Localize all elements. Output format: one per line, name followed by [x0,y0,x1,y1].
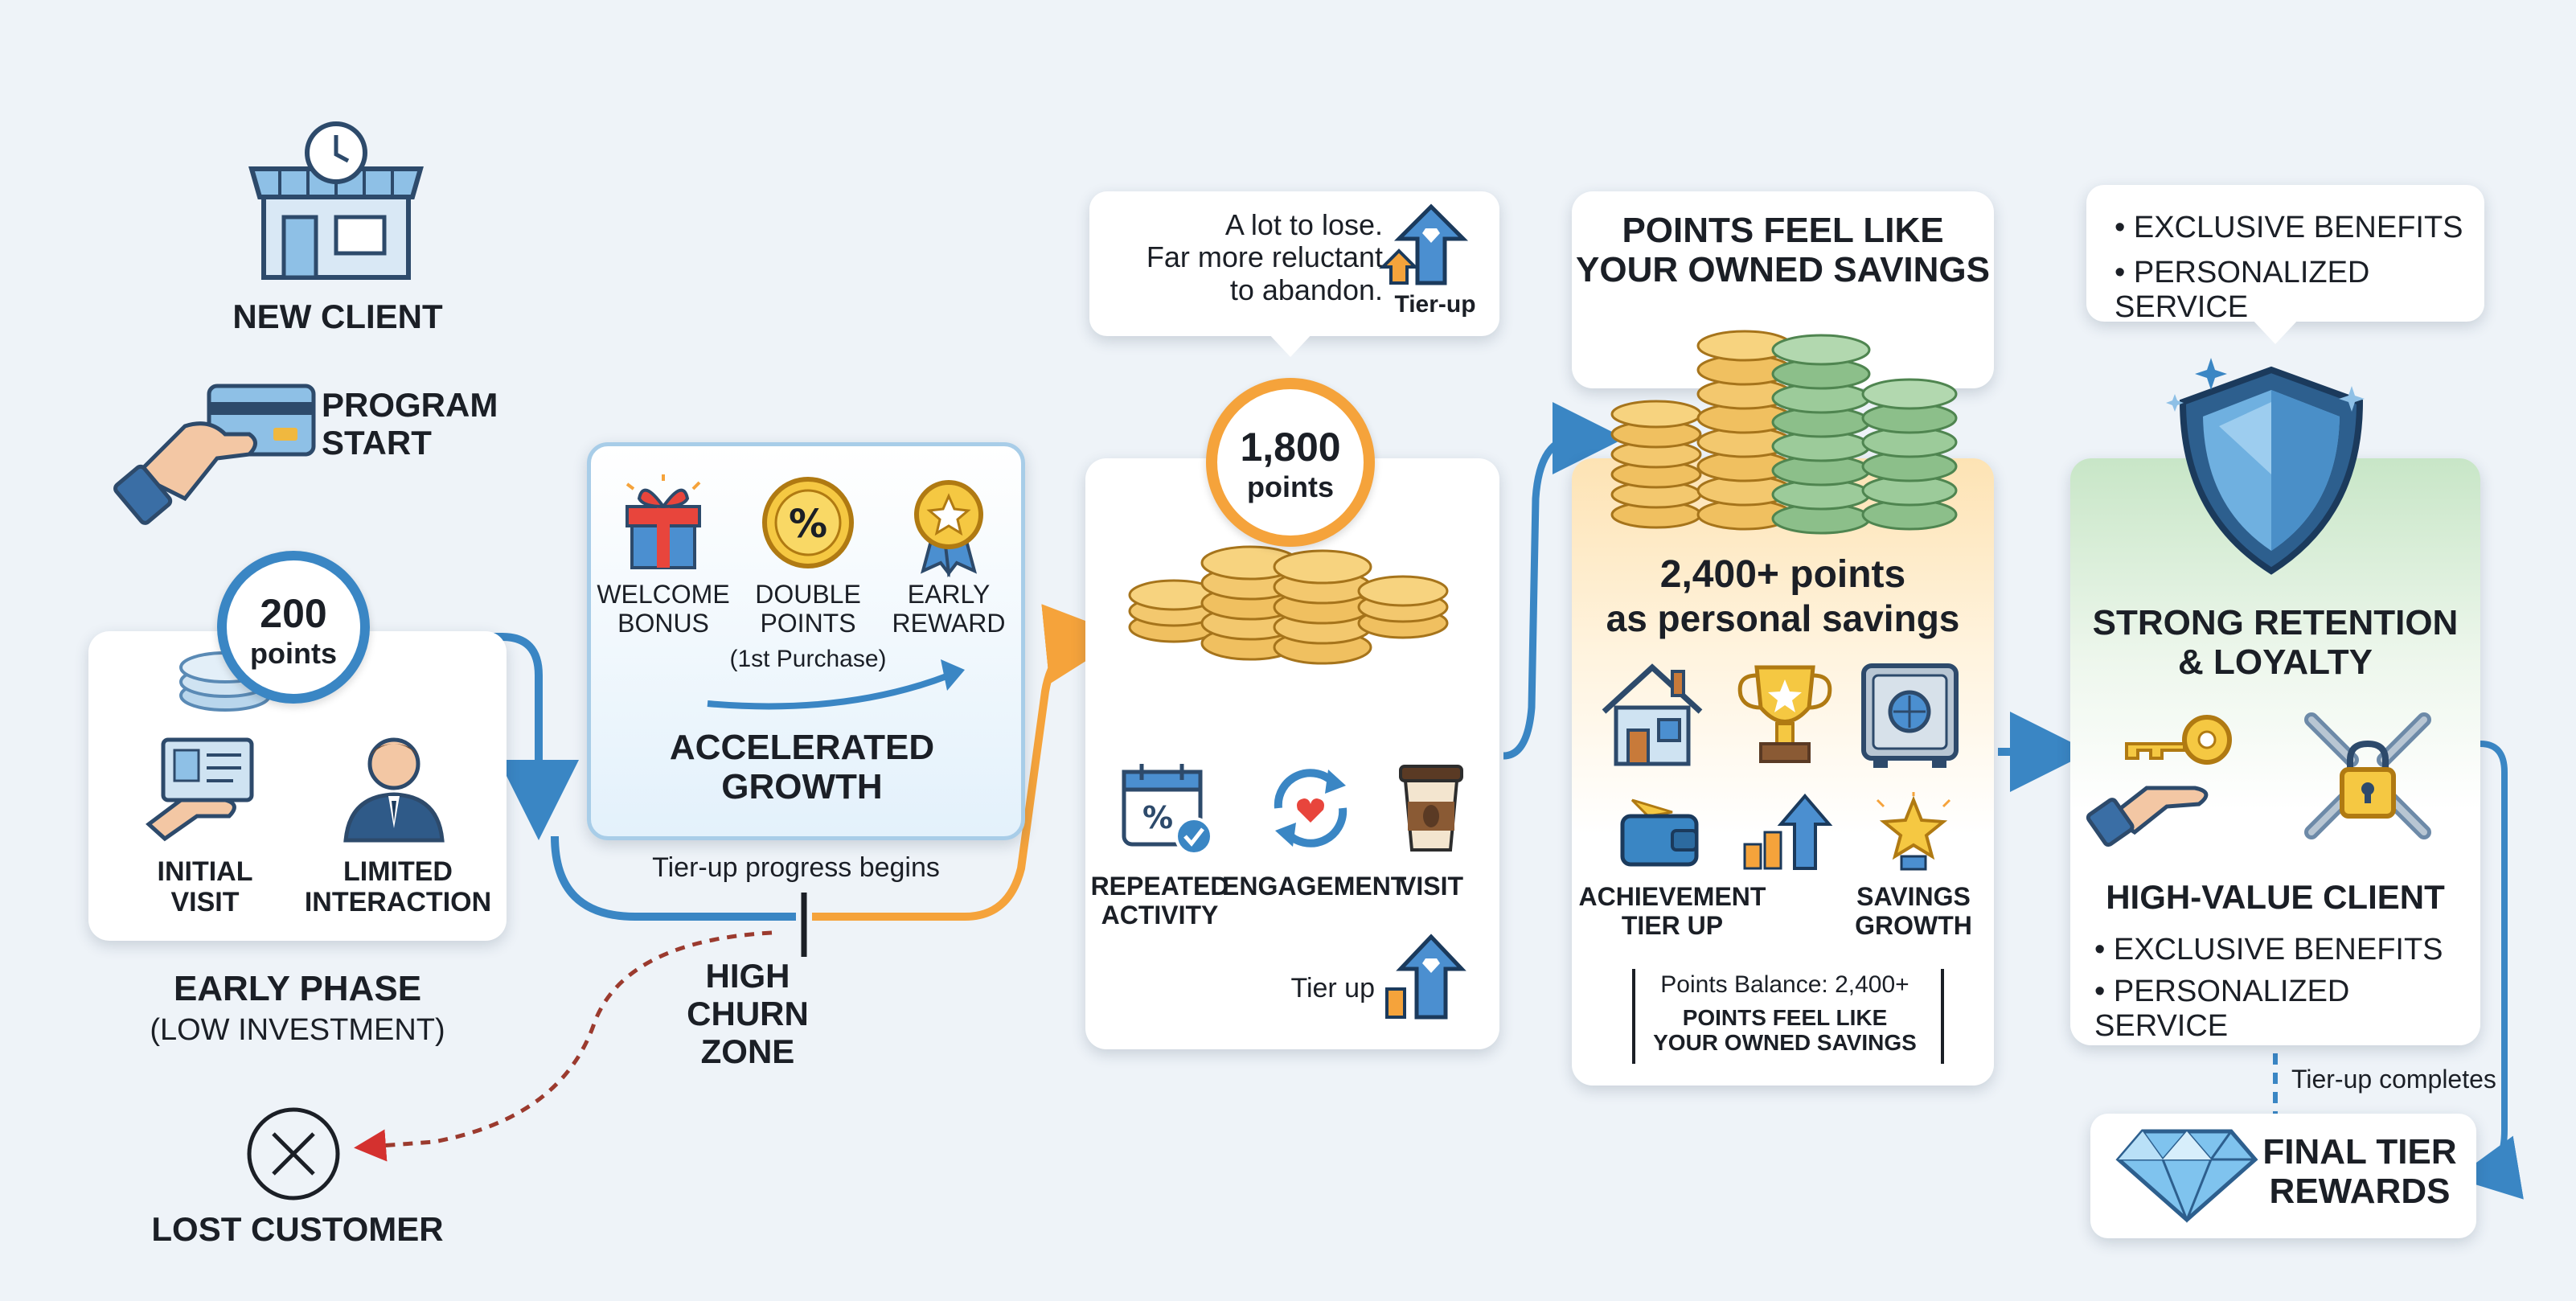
calendar-percent-icon: % [1122,764,1213,856]
double-points-label: DOUBLE POINTS [755,580,861,638]
savings-points-line2: as personal savings [1606,597,1960,639]
early-phase-title: EARLY PHASE [173,969,422,1008]
tier-progress-label: Tier-up progress begins [652,852,940,883]
new-client-label: NEW CLIENT [232,298,443,335]
person-icon [343,737,445,843]
coin-stacks-icon [1128,545,1449,665]
final-tier-label: FINAL TIER REWARDS [2262,1132,2457,1212]
high-value-client-label: HIGH-VALUE CLIENT [2106,878,2445,916]
gift-icon [626,474,701,569]
tier-up-arrows-icon [1379,203,1469,285]
early-reward-label: EARLY REWARD [892,580,1006,638]
benefits-bubble-tail [2251,318,2299,344]
hand-card-icon [113,384,316,525]
tier-complete-label: Tier-up completes [2291,1065,2496,1094]
savings-growth-label: SAVINGS GROWTH [1855,882,1972,940]
store-icon [248,121,424,280]
percent-coin-icon: % [762,477,854,568]
points-badge-1800: 1,800 points [1206,378,1375,547]
callout-tier-up: Tier-up [1394,291,1476,318]
savings-header-title: POINTS FEEL LIKE YOUR OWNED SAVINGS [1576,211,1991,290]
id-card-hand-icon [146,737,254,842]
loyalty-item-personalized: • PERSONALIZED SERVICE [2094,975,2350,1043]
savings-card [1572,458,1994,1086]
safe-icon [1861,663,1959,768]
early-phase-subtitle: (LOW INVESTMENT) [150,1013,445,1047]
house-icon [1602,663,1703,766]
trophy-icon [1737,665,1832,763]
balance-box [1632,969,1944,1064]
benefits-bubble [2086,185,2484,322]
key-hand-icon [2086,715,2232,847]
lost-customer-label: LOST CUSTOMER [151,1210,444,1248]
diamond-icon [2115,1129,2258,1224]
points-value: 200 [260,591,327,636]
svg-text:%: % [1142,800,1173,835]
growth-arrow-icon [707,659,965,710]
high-churn-zone-label: HIGH CHURN ZONE [687,957,809,1071]
accelerated-growth-title: ACCELERATED GROWTH [669,728,935,807]
points-unit: points [1247,470,1334,503]
initial-visit-label: INITIAL VISIT [157,856,253,918]
points-badge-200: 200 points [217,551,370,704]
bubble-item-personalized: • PERSONALIZED SERVICE [2115,256,2370,324]
lost-x-icon [247,1107,340,1200]
balance-label: Points Balance: 2,400+ [1660,971,1909,998]
chain-lock-icon [2304,712,2431,839]
savings-stacks-icon [1610,330,1958,535]
tier-up-label: Tier up [1290,973,1375,1003]
double-points-note: (1st Purchase) [729,646,887,672]
achievement-tier-up-label: ACHIEVEMENT TIER UP [1578,882,1766,940]
engagement-cycle-icon [1274,769,1347,847]
points-unit: points [250,637,337,670]
loyalty-item-exclusive: • EXCLUSIVE BENEFITS [2094,933,2443,967]
growth-bars-icon [1743,793,1833,870]
loyalty-title: STRONG RETENTION & LOYALTY [2092,603,2459,683]
engagement-label: ENGAGEMENT [1222,872,1407,901]
savings-points-line1: 2,400+ points [1659,553,1906,596]
welcome-bonus-label: WELCOME BONUS [597,580,730,638]
shield-icon [2166,358,2365,575]
bubble-item-exclusive: • EXCLUSIVE BENEFITS [2115,211,2463,244]
callout-text: A lot to lose. Far more reluctant to aba… [1146,208,1383,306]
program-start-label: PROGRAM START [322,386,498,462]
tier-up-bars-icon [1385,934,1466,1020]
balance-caption: POINTS FEEL LIKE YOUR OWNED SAVINGS [1653,1005,1917,1056]
repeated-activity-label: REPEATED ACTIVITY [1090,872,1229,930]
coffee-cup-icon [1399,765,1463,852]
points-value: 1,800 [1240,425,1341,470]
visit-label: VISIT [1398,872,1463,901]
svg-text:%: % [789,502,827,547]
limited-interaction-label: LIMITED INTERACTION [304,856,492,918]
star-award-icon [1876,792,1951,871]
callout-tail [1266,331,1315,357]
reward-medal-icon [914,480,983,578]
wallet-icon [1620,798,1699,867]
